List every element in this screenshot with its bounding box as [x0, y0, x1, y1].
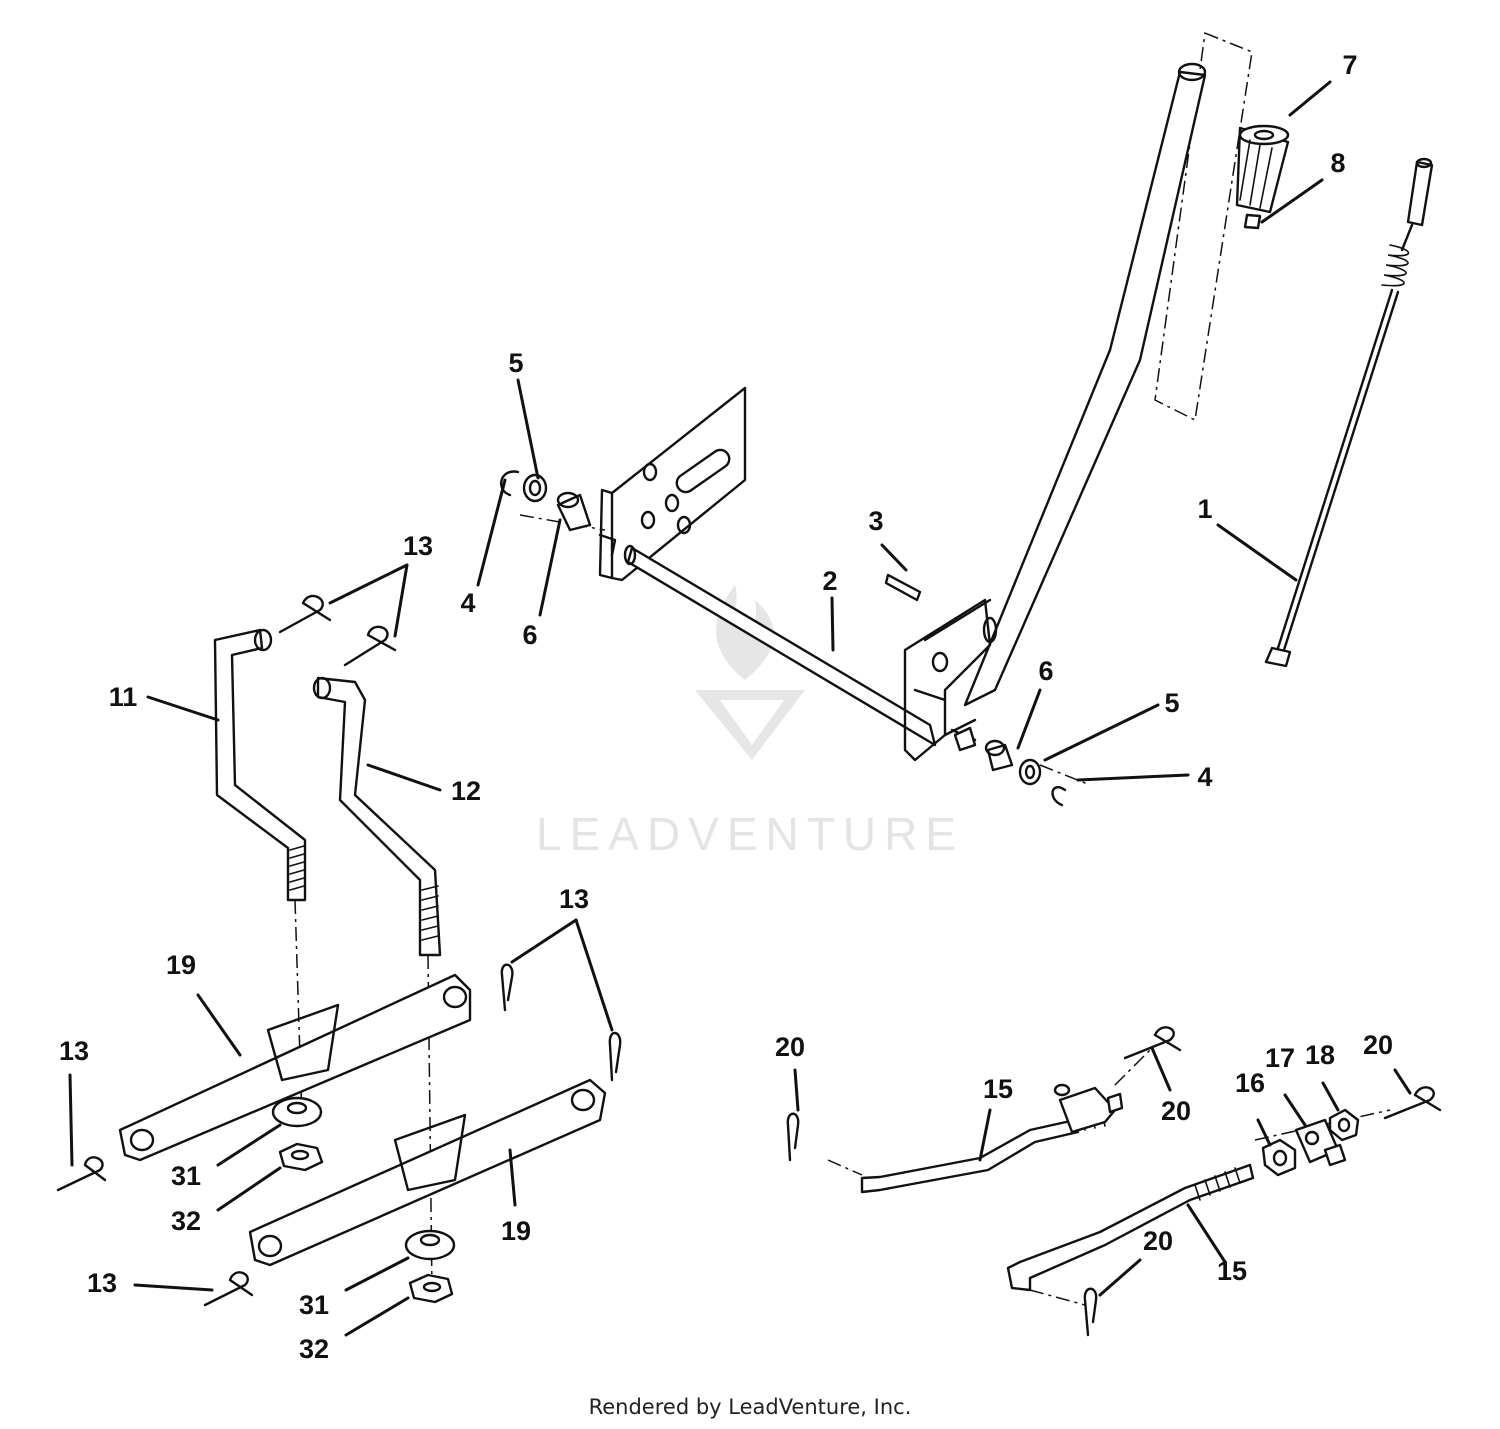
spacer-upper — [271, 1096, 323, 1128]
adjust-nut-18 — [1328, 1108, 1360, 1142]
callout-labels: 1 2 3 4 4 5 5 6 6 7 8 11 12 13 13 13 13 … — [59, 50, 1393, 1364]
callout-31: 31 — [299, 1290, 329, 1320]
callout-32: 32 — [171, 1206, 201, 1236]
grip-screw — [1243, 213, 1262, 230]
hairpin-clip-20 — [786, 1026, 1442, 1337]
callout-7: 7 — [1342, 50, 1357, 80]
e-clip-right — [1051, 786, 1067, 807]
lift-handle — [903, 62, 1207, 762]
callout-20: 20 — [1363, 1030, 1393, 1060]
lift-arm-upper — [118, 973, 472, 1162]
lift-arm-lower — [248, 1078, 607, 1267]
washer-left — [522, 473, 548, 503]
hairpin-clip-13 — [56, 594, 622, 1307]
callout-13: 13 — [403, 531, 433, 561]
spacer-lower — [404, 1229, 456, 1261]
e-clip-left — [499, 470, 520, 497]
callout-4: 4 — [460, 588, 475, 618]
callout-15: 15 — [1217, 1256, 1247, 1286]
adjust-nut-16 — [1261, 1138, 1297, 1177]
callout-31: 31 — [171, 1161, 201, 1191]
adjust-rod-lower — [1006, 1163, 1255, 1292]
callout-5: 5 — [1164, 688, 1179, 718]
watermark-logo: LEADVENTURE — [536, 585, 964, 860]
callout-6: 6 — [1038, 656, 1053, 686]
callout-4: 4 — [1197, 762, 1212, 792]
callout-15: 15 — [983, 1074, 1013, 1104]
lift-cable — [1264, 157, 1434, 668]
callout-1: 1 — [1197, 494, 1212, 524]
callout-6: 6 — [522, 620, 537, 650]
callout-17: 17 — [1265, 1043, 1295, 1073]
bushing-right — [953, 726, 1014, 772]
assembly-centerlines — [294, 31, 1391, 1306]
callout-19: 19 — [501, 1216, 531, 1246]
adjust-rod-upper — [860, 1083, 1124, 1194]
callout-16: 16 — [1235, 1068, 1265, 1098]
callout-2: 2 — [822, 566, 837, 596]
callout-8: 8 — [1330, 148, 1345, 178]
footer-credit: Rendered by LeadVenture, Inc. — [588, 1395, 912, 1419]
nut-upper — [278, 1142, 324, 1172]
callout-12: 12 — [451, 776, 481, 806]
watermark-text: LEADVENTURE — [536, 808, 964, 860]
callout-leaders — [68, 80, 1412, 1337]
trunnion-17 — [1294, 1118, 1347, 1167]
washer-right — [1018, 758, 1042, 786]
callout-13: 13 — [559, 884, 589, 914]
nut-lower — [408, 1273, 454, 1304]
callout-3: 3 — [868, 506, 883, 536]
callout-20: 20 — [1143, 1226, 1173, 1256]
callout-32: 32 — [299, 1334, 329, 1364]
roll-pin — [884, 573, 922, 602]
callout-5: 5 — [508, 348, 523, 378]
lift-link-11 — [213, 628, 307, 902]
callout-20: 20 — [775, 1032, 805, 1062]
callout-19: 19 — [166, 950, 196, 980]
callout-13: 13 — [59, 1036, 89, 1066]
bushing-left — [556, 491, 592, 532]
callout-11: 11 — [109, 682, 138, 712]
mounting-plate — [598, 386, 747, 582]
callout-20: 20 — [1161, 1096, 1191, 1126]
callout-13: 13 — [87, 1268, 117, 1298]
lift-link-12 — [312, 676, 442, 957]
cross-shaft — [598, 533, 937, 747]
callout-18: 18 — [1305, 1040, 1335, 1070]
handle-grip — [1235, 124, 1290, 214]
